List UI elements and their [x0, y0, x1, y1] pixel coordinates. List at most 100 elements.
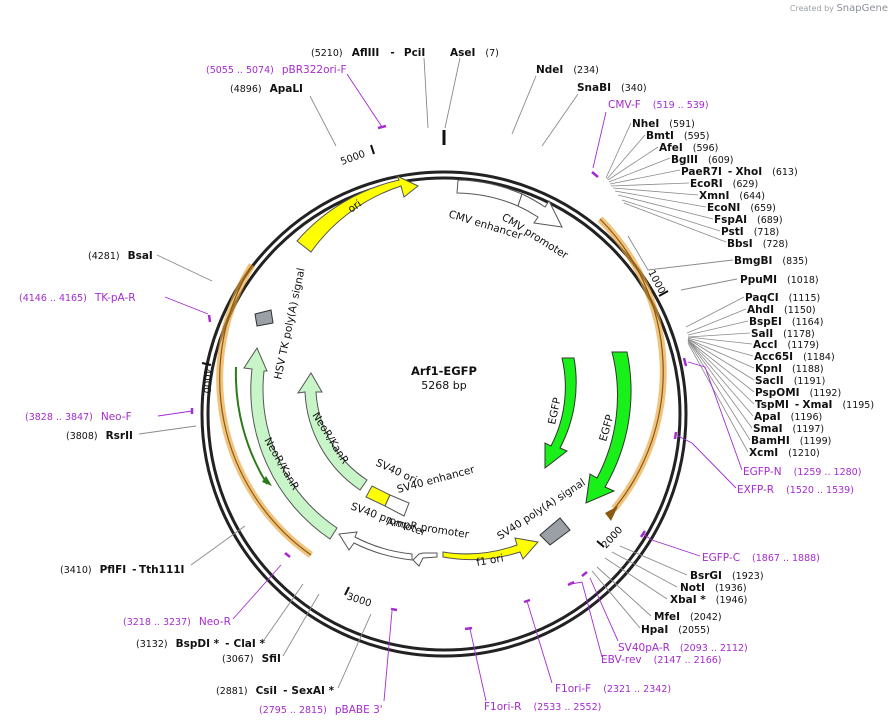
connector-ecori	[610, 182, 690, 187]
connector-xbai	[604, 557, 668, 600]
site-hpai: HpaI(2055)	[641, 624, 710, 636]
connector-xmni	[612, 187, 699, 196]
site-sacii: SacII(1191)	[755, 375, 825, 387]
feature-label-f1-ori: f1 ori	[475, 552, 504, 569]
connector-paer7i	[609, 169, 681, 185]
connector-sali	[687, 332, 751, 338]
tick-4000	[201, 362, 212, 366]
orf-line-egfp	[599, 218, 664, 510]
connector-neor	[232, 564, 282, 620]
connector-pbabe	[383, 610, 393, 702]
connector-rsrii	[138, 425, 197, 435]
site-bmti: BmtI(595)	[646, 130, 709, 142]
connector-sfii	[282, 593, 320, 657]
site-sfii: (3067)SfiI	[222, 653, 281, 665]
site-labels: (5210) AflIII - PciI AseI(7) NdeI(234) S…	[60, 47, 874, 697]
primer-egfpn: EGFP-N(1259 .. 1280)	[743, 466, 861, 478]
site-bspdi: (3132)BspDI *-ClaI *	[136, 638, 265, 650]
primer-pbr322: (5055 .. 5074)pBR322ori-F	[206, 64, 347, 76]
connector-bmti	[606, 134, 646, 180]
connector-ebvrev	[570, 581, 603, 658]
backbone-inner-circle	[206, 176, 682, 652]
primer-f1orir: F1ori-R(2533 .. 2552)	[484, 701, 601, 713]
length-ticks	[201, 144, 669, 596]
snapgene-credit: Created by SnapGene	[790, 3, 888, 14]
connector-acci	[687, 336, 753, 345]
primer-mark-ebvrev	[567, 580, 575, 587]
connector-smai	[687, 339, 753, 429]
site-ecori: EcoRI(629)	[690, 178, 758, 190]
connector-psti	[621, 199, 721, 232]
primer-mark-neor	[284, 552, 291, 558]
site-connectors	[138, 57, 738, 689]
connector-acc65i	[687, 337, 754, 357]
credit-prefix: Created by	[789, 4, 834, 13]
site-ahdi: AhdI(1150)	[747, 304, 816, 316]
connector-pbr322	[346, 73, 383, 128]
site-psti: PstI(718)	[721, 226, 779, 238]
feature-sv40-polya	[539, 517, 571, 546]
connector-pcii	[423, 57, 429, 129]
primer-tkpar: (4146 .. 4165)TK-pA-R	[19, 292, 136, 304]
feature-label-sv40-polya: SV40 poly(A) signal	[495, 477, 588, 543]
connector-bmgbi	[627, 235, 734, 271]
connector-snabi	[541, 93, 579, 147]
site-nhei: NheI(591)	[632, 118, 695, 130]
tick-1000	[658, 290, 669, 297]
site-snabi: SnaBI(340)	[577, 82, 647, 94]
feature-egfp-inner	[544, 357, 577, 470]
connector-egfpc	[642, 533, 701, 557]
connector-paqci	[685, 296, 745, 328]
site-tspmi: TspMI-XmaI(1195)	[755, 399, 874, 411]
connector-ndei	[511, 75, 537, 135]
primer-mark-pbabe	[390, 607, 398, 612]
connector-mfei	[596, 566, 652, 617]
connector-neof	[157, 410, 193, 417]
connector-cmvf	[592, 111, 607, 169]
site-bmgbi: BmgBI(835)	[734, 255, 808, 267]
snapgene-logo: SnapGene	[836, 3, 888, 14]
site-acci: AccI(1179)	[753, 339, 819, 351]
primer-mark-f1orir	[464, 626, 473, 631]
connector-csii	[337, 613, 372, 689]
site-pspomi: PspOMI(1192)	[755, 387, 841, 399]
site-xbai: XbaI *(1946)	[670, 594, 747, 606]
site-fan-1180	[685, 296, 755, 453]
connector-tkpar	[164, 296, 209, 315]
feature-f1-ori	[442, 537, 539, 561]
connector-sv40pa	[589, 577, 619, 642]
site-smai: SmaI(1197)	[753, 423, 824, 435]
connector-asei	[444, 57, 461, 129]
primer-ebvrev: EBV-rev(2147 .. 2166)	[601, 654, 722, 666]
connector-noti	[611, 551, 678, 588]
connector-sacii	[687, 338, 755, 381]
connector-bamhi	[687, 340, 751, 441]
connector-apai	[687, 339, 754, 417]
tick-label-4000: 4000	[201, 368, 212, 393]
connector-kpni	[687, 338, 755, 369]
site-csii: (2881)CsiI-SexAI *	[216, 685, 335, 697]
site-afei: AfeI(596)	[659, 142, 718, 154]
primer-f1orif: F1ori-F(2321 .. 2342)	[555, 683, 671, 695]
connector-pspomi	[687, 339, 755, 393]
site-mfei: MfeI(2042)	[654, 611, 722, 623]
site-bspei: BspEI(1164)	[749, 316, 823, 328]
connector-egfpn	[687, 361, 743, 471]
primer-exfpr: EXFP-R(1520 .. 1539)	[737, 484, 854, 496]
plasmid-length: 5268 bp	[421, 379, 466, 392]
site-ppumi: PpuMI(1018)	[740, 274, 819, 286]
site-apali: (4896)ApaLI	[230, 83, 303, 95]
site-noti: NotI(1936)	[680, 582, 747, 594]
site-sali: SalI(1178)	[751, 328, 815, 340]
feature-sv40-enhancer	[384, 494, 410, 517]
site-fspai: FspAI(689)	[714, 214, 783, 226]
primer-mark-cmvf	[591, 171, 599, 178]
orf-arrow-egfp	[605, 506, 618, 521]
primer-mark-sv40pa	[581, 571, 588, 577]
site-ndei: NdeI(234)	[536, 64, 599, 76]
site-econi: EcoNI(659)	[707, 202, 776, 214]
feature-egfp-outer	[585, 351, 632, 504]
connector-bbsi	[623, 202, 727, 243]
tick-5000	[370, 144, 375, 155]
site-bbsi: BbsI(728)	[727, 238, 788, 250]
